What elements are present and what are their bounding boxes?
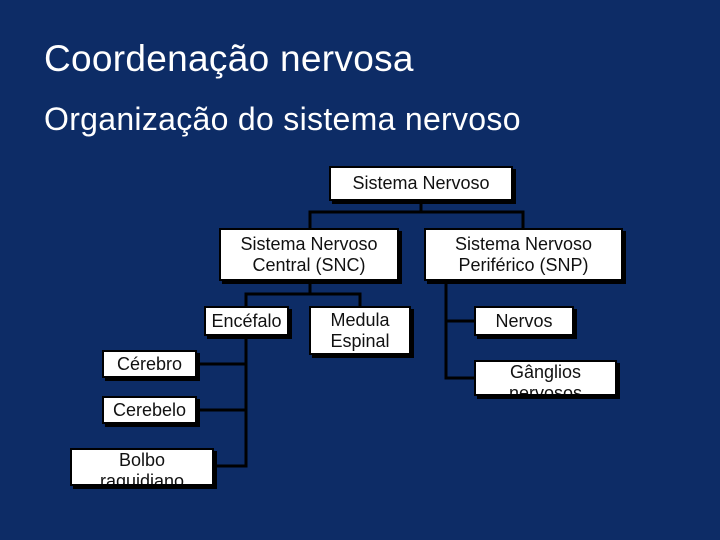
node-medula: Medula Espinal bbox=[309, 306, 411, 355]
node-cerebro: Cérebro bbox=[102, 350, 197, 378]
slide-title: Coordenação nervosa bbox=[44, 38, 414, 79]
node-nervos: Nervos bbox=[474, 306, 574, 336]
node-ganglios: Gânglios nervosos bbox=[474, 360, 617, 396]
slide-subtitle: Organização do sistema nervoso bbox=[44, 101, 521, 137]
node-snp: Sistema Nervoso Periférico (SNP) bbox=[424, 228, 623, 281]
node-encefalo: Encéfalo bbox=[204, 306, 289, 336]
node-sistema-nervoso: Sistema Nervoso bbox=[329, 166, 513, 201]
node-bolbo: Bolbo raquidiano bbox=[70, 448, 214, 486]
node-cerebelo: Cerebelo bbox=[102, 396, 197, 424]
node-snc: Sistema Nervoso Central (SNC) bbox=[219, 228, 399, 281]
